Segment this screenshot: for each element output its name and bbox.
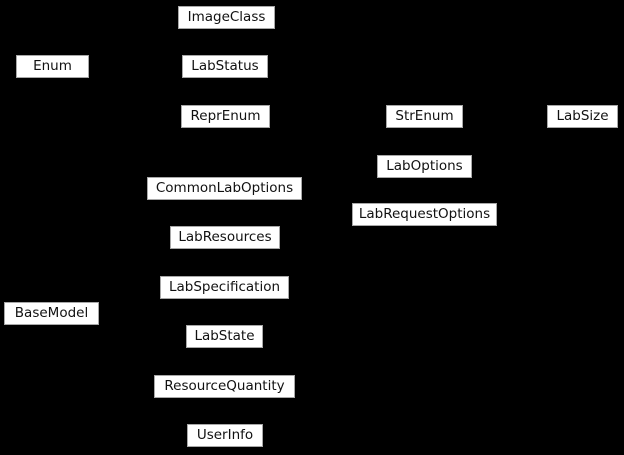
class-node-commonlaboptions[interactable]: CommonLabOptions <box>147 177 302 200</box>
class-node-labstatus[interactable]: LabStatus <box>182 55 268 78</box>
class-node-labrequestoptions[interactable]: LabRequestOptions <box>352 203 497 226</box>
class-node-labstate[interactable]: LabState <box>186 325 263 348</box>
class-node-resourcequantity[interactable]: ResourceQuantity <box>154 375 295 398</box>
class-node-basemodel[interactable]: BaseModel <box>4 302 99 325</box>
class-node-enum[interactable]: Enum <box>16 55 89 78</box>
class-node-userinfo[interactable]: UserInfo <box>187 424 263 447</box>
class-node-imageclass[interactable]: ImageClass <box>178 6 275 29</box>
class-node-laboptions[interactable]: LabOptions <box>377 155 472 178</box>
class-node-labresources[interactable]: LabResources <box>170 226 280 249</box>
class-node-reprenum[interactable]: ReprEnum <box>181 105 270 128</box>
class-node-labspecification[interactable]: LabSpecification <box>160 276 289 299</box>
class-node-strenum[interactable]: StrEnum <box>386 105 463 128</box>
class-node-labsize[interactable]: LabSize <box>547 105 618 128</box>
